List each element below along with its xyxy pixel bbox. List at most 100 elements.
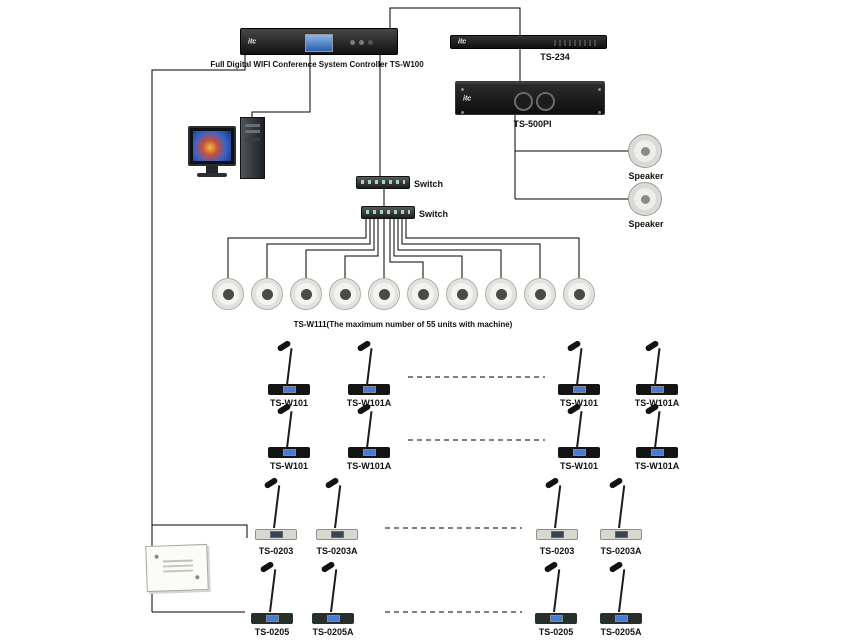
ts-234-label: TS-234 <box>540 52 570 62</box>
ceiling-unit-ts-w111 <box>485 278 517 310</box>
pc-tower-slots <box>245 124 260 127</box>
mic-label: TS-0203 <box>258 546 294 556</box>
ceiling-unit-ts-w111 <box>290 278 322 310</box>
mic-neck <box>330 569 338 613</box>
mic-neck <box>576 348 583 386</box>
mic-screen <box>331 531 344 538</box>
ceiling-unit-center <box>534 288 546 300</box>
device-ts-500pi: itc <box>455 81 605 115</box>
mic-ts-w101 <box>551 402 607 458</box>
mic-neck <box>273 485 281 529</box>
ceiling-unit-ts-w111 <box>251 278 283 310</box>
ceiling-unit-ts-w111 <box>446 278 478 310</box>
mic-ts-w101a <box>341 402 397 458</box>
pc-monitor <box>188 126 236 166</box>
mic-ts-0203a <box>309 476 365 540</box>
ts-500pi-label: TS-500PI <box>513 119 552 129</box>
mic-label: TS-W101 <box>269 461 308 471</box>
mic-label: TS-0203 <box>539 546 575 556</box>
ceiling-unit-center <box>378 288 390 300</box>
speaker-label: Speaker <box>628 171 664 181</box>
speaker-label: Speaker <box>628 219 664 229</box>
mic-screen <box>573 449 586 456</box>
switch-label: Switch <box>419 209 449 219</box>
ceiling-unit-ts-w111 <box>329 278 361 310</box>
controller-knobs <box>350 40 355 45</box>
mic-ts-0205 <box>244 560 300 624</box>
mic-ts-w101 <box>551 339 607 395</box>
network-switch-2 <box>361 206 415 219</box>
ceiling-unit-ts-w111 <box>212 278 244 310</box>
pc-monitor-stand <box>206 166 218 173</box>
speaker-unit <box>628 182 662 216</box>
mic-neck <box>654 411 661 449</box>
dashed-continuation-lines <box>385 376 545 613</box>
ceiling-unit-ts-w111 <box>563 278 595 310</box>
ceiling-unit-center <box>456 288 468 300</box>
mic-screen <box>327 615 340 622</box>
mic-neck <box>286 411 293 449</box>
ceiling-unit-center <box>261 288 273 300</box>
ceiling-unit-center <box>573 288 585 300</box>
mic-screen <box>573 386 586 393</box>
pc-tower <box>240 117 265 179</box>
mic-ts-w101 <box>261 339 317 395</box>
mic-screen <box>270 531 283 538</box>
mic-neck <box>366 411 373 449</box>
mic-screen <box>283 449 296 456</box>
device-ts-234: itc <box>450 35 607 49</box>
speaker-unit <box>628 134 662 168</box>
ceiling-unit-center <box>495 288 507 300</box>
mic-ts-w101a <box>629 402 685 458</box>
mic-label: TS-W101A <box>346 398 392 408</box>
speaker-dot <box>640 194 650 204</box>
mic-neck <box>334 485 342 529</box>
box-terminals <box>154 554 159 559</box>
mic-screen <box>283 386 296 393</box>
mic-screen <box>363 449 376 456</box>
mic-ts-0205a <box>593 560 649 624</box>
ceiling-unit-ts-w111 <box>407 278 439 310</box>
mic-neck <box>576 411 583 449</box>
mic-label: TS-0205A <box>600 627 642 637</box>
itc-logo: itc <box>458 38 467 46</box>
itc-logo: itc <box>463 95 472 103</box>
mic-neck <box>618 485 626 529</box>
mic-label: TS-W101 <box>559 398 598 408</box>
mic-label: TS-W101 <box>269 398 308 408</box>
mic-screen <box>651 449 664 456</box>
mic-screen <box>363 386 376 393</box>
mic-neck <box>366 348 373 386</box>
ceiling-unit-center <box>339 288 351 300</box>
mic-ts-0205 <box>528 560 584 624</box>
mic-label: TS-0205A <box>312 627 354 637</box>
speaker-dot <box>640 146 650 156</box>
mic-neck <box>554 485 562 529</box>
solid-wires <box>151 7 628 613</box>
ceiling-unit-ts-w111 <box>368 278 400 310</box>
mic-ts-w101a <box>341 339 397 395</box>
mic-screen <box>615 615 628 622</box>
amp-knob <box>536 92 555 111</box>
mic-ts-0203 <box>529 476 585 540</box>
mic-screen <box>551 531 564 538</box>
mic-neck <box>269 569 277 613</box>
box-print-lines <box>162 559 193 563</box>
mic-ts-w101 <box>261 402 317 458</box>
ceiling-unit-ts-w111 <box>524 278 556 310</box>
mic-screen <box>550 615 563 622</box>
network-switch-1 <box>356 176 410 189</box>
mic-label: TS-W101A <box>634 398 680 408</box>
pc-monitor-base <box>197 173 227 177</box>
mic-neck <box>286 348 293 386</box>
mic-label: TS-W101 <box>559 461 598 471</box>
mic-neck <box>553 569 561 613</box>
mic-neck <box>618 569 626 613</box>
amp-knob <box>514 92 533 111</box>
screws <box>461 88 464 91</box>
controller-screen <box>305 34 333 52</box>
mic-label: TS-0203A <box>600 546 642 556</box>
mic-label: TS-0205 <box>254 627 290 637</box>
